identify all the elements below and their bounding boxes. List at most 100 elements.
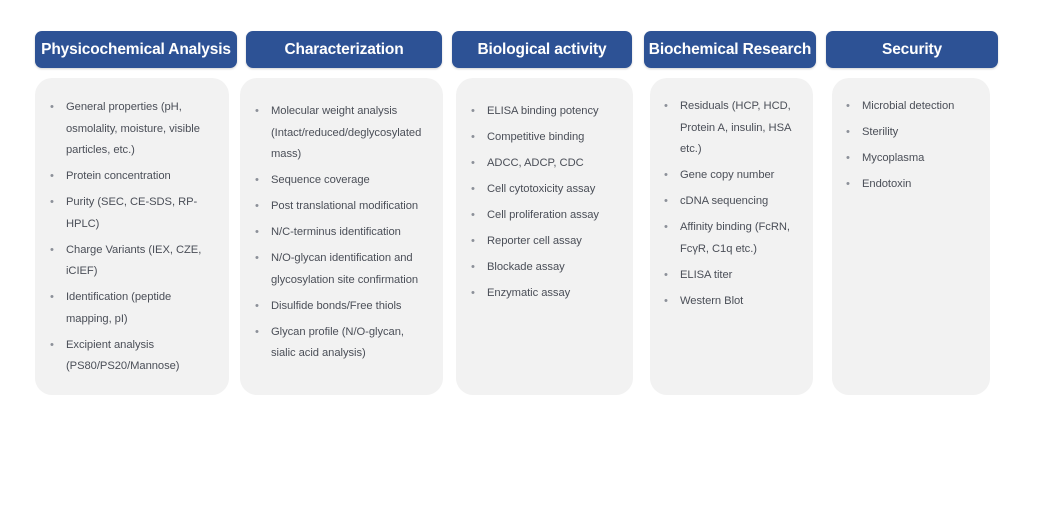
list-item: •Excipient analysis (PS80/PS20/Mannose)	[48, 335, 215, 378]
list-item-text: Microbial detection	[862, 100, 955, 112]
list-item-text: Enzymatic assay	[487, 287, 571, 299]
list-item: • Gene copy number	[662, 165, 803, 187]
list-item-text: ELISA binding potency	[487, 105, 599, 117]
column-header-biochemical-research[interactable]: Biochemical Research	[644, 31, 816, 68]
bullet-icon: •	[664, 294, 668, 307]
bullet-icon: •	[255, 105, 259, 117]
list-item-text: Identification (peptide mapping, pI)	[66, 291, 172, 325]
column-header-security[interactable]: Security	[826, 31, 998, 68]
bullet-list: • Residuals (HCP, HCD, Protein A, insulin…	[662, 96, 803, 312]
list-item: •Competitive binding	[469, 127, 621, 149]
bullet-icon: •	[471, 235, 475, 247]
column-header-physicochemical-analysis[interactable]: Physicochemical Analysis	[35, 31, 237, 68]
bullet-icon: •	[255, 226, 259, 238]
list-item: • Affinity binding (FcRN, FcγR, C1q etc.)	[662, 217, 803, 260]
bullet-icon: •	[471, 105, 475, 117]
bullet-icon: •	[471, 157, 475, 169]
list-item-text: Glycan profile (N/O-glycan, sialic acid …	[271, 325, 404, 360]
bullet-icon: •	[50, 243, 54, 256]
bullet-icon: •	[846, 126, 850, 138]
list-item: • Sequence coverage	[253, 170, 430, 192]
list-item: • Cell cytotoxicity assay	[469, 179, 621, 201]
list-item: • N/C-terminus identification	[253, 222, 430, 244]
bullet-icon: •	[846, 152, 850, 164]
list-item: • Residuals (HCP, HCD, Protein A, insulin…	[662, 96, 803, 161]
list-item-text: Protein concentration	[66, 170, 171, 182]
list-item-text: Sequence coverage	[271, 174, 370, 186]
list-item-text: Excipient analysis (PS80/PS20/Mannose)	[66, 338, 180, 373]
list-item-text: Cell proliferation assay	[487, 209, 599, 221]
column-card-security: •Microbial detection •Sterility •Mycopla…	[832, 78, 990, 395]
bullet-icon: •	[846, 178, 850, 190]
list-item: • Blockade assay	[469, 257, 621, 279]
column-card-physicochemical-analysis: • General properties (pH, osmolality, moi…	[35, 78, 229, 395]
column-header-characterization[interactable]: Characterization	[246, 31, 442, 68]
bullet-icon: •	[471, 261, 475, 273]
column-card-biochemical-research: • Residuals (HCP, HCD, Protein A, insulin…	[650, 78, 813, 395]
list-item-text: ELISA titer	[680, 268, 733, 281]
list-item: • Sterility	[844, 122, 980, 144]
column-header-biological-activity[interactable]: Biological activity	[452, 31, 632, 68]
list-item: • Microbial detection	[844, 96, 980, 118]
list-item: • General properties (pH, osmolality, moi…	[48, 97, 215, 162]
list-item: • ELISA titer	[662, 265, 803, 287]
bullet-icon: •	[471, 209, 475, 221]
list-item: •Endotoxin	[844, 174, 980, 196]
list-item: • Cell proliferation assay	[469, 205, 621, 227]
list-item: • Glycan profile (N/O-glycan, sialic acid…	[253, 322, 430, 365]
bullet-icon: •	[255, 174, 259, 186]
list-item-text: Blockade assay	[487, 261, 565, 273]
bullet-icon: •	[664, 100, 668, 112]
bullet-icon: •	[255, 252, 259, 264]
bullet-icon: •	[846, 100, 850, 112]
bullet-icon: •	[255, 200, 259, 212]
list-item: • Identification (peptide mapping, pI)	[48, 287, 215, 330]
bullet-icon: •	[255, 299, 259, 312]
list-item: • ADCC, ADCP, CDC	[469, 153, 621, 175]
list-item-text: cDNA sequencing	[680, 195, 769, 207]
list-item-text: Purity (SEC, CE-SDS, RP-HPLC)	[66, 196, 198, 230]
bullet-icon: •	[50, 196, 54, 208]
list-item-text: N/O-glycan identification and glycosylat…	[271, 252, 419, 286]
bullet-icon: •	[471, 287, 475, 299]
column-card-characterization: • Molecular weight analysis (Intact/reduc…	[240, 78, 443, 395]
list-item-text: Molecular weight analysis (Intact/reduce…	[271, 105, 422, 160]
list-item: • ELISA binding potency	[469, 101, 621, 123]
bullet-icon: •	[664, 169, 668, 181]
list-item: • Purity (SEC, CE-SDS, RP-HPLC)	[48, 192, 215, 235]
list-item: •cDNA sequencing	[662, 191, 803, 213]
list-item-text: General properties (pH, osmolality, mois…	[66, 101, 200, 156]
list-item-text: ADCC, ADCP, CDC	[487, 157, 584, 169]
bullet-icon: •	[50, 291, 54, 303]
list-item: • Reporter cell assay	[469, 231, 621, 253]
list-item-text: Gene copy number	[680, 169, 775, 181]
list-item-text: Reporter cell assay	[487, 235, 582, 247]
bullet-list: • ELISA binding potency •Competitive bind…	[469, 101, 621, 305]
list-item: • Molecular weight analysis (Intact/reduc…	[253, 101, 430, 166]
bullet-icon: •	[471, 183, 475, 195]
list-item-text: Residuals (HCP, HCD, Protein A, insulin,…	[680, 100, 791, 155]
list-item: • Western Blot	[662, 291, 803, 313]
list-item-text: Disulfide bonds/Free thiols	[271, 299, 402, 312]
bullet-icon: •	[664, 221, 668, 233]
list-item-text: N/C-terminus identification	[271, 226, 401, 238]
list-item: • Protein concentration	[48, 166, 215, 188]
list-item-text: Charge Variants (IEX, CZE, iCIEF)	[66, 243, 202, 278]
list-item-text: Cell cytotoxicity assay	[487, 183, 596, 195]
column-card-biological-activity: • ELISA binding potency •Competitive bind…	[456, 78, 633, 395]
bullet-icon: •	[255, 325, 259, 338]
list-item: • Enzymatic assay	[469, 283, 621, 305]
list-item-text: Sterility	[862, 126, 899, 138]
list-item: • N/O-glycan identification and glycosyla…	[253, 248, 430, 291]
list-item-text: Western Blot	[680, 294, 744, 307]
bullet-icon: •	[471, 131, 475, 143]
bullet-icon: •	[50, 101, 54, 113]
list-item-text: Post translational modification	[271, 200, 419, 212]
bullet-list: • General properties (pH, osmolality, moi…	[48, 97, 215, 378]
bullet-icon: •	[50, 170, 54, 182]
list-item: • Disulfide bonds/Free thiols	[253, 296, 430, 318]
list-item-text: Affinity binding (FcRN, FcγR, C1q etc.)	[680, 221, 790, 255]
bullet-list: •Microbial detection •Sterility •Mycopla…	[844, 96, 980, 196]
bullet-icon: •	[664, 268, 668, 281]
